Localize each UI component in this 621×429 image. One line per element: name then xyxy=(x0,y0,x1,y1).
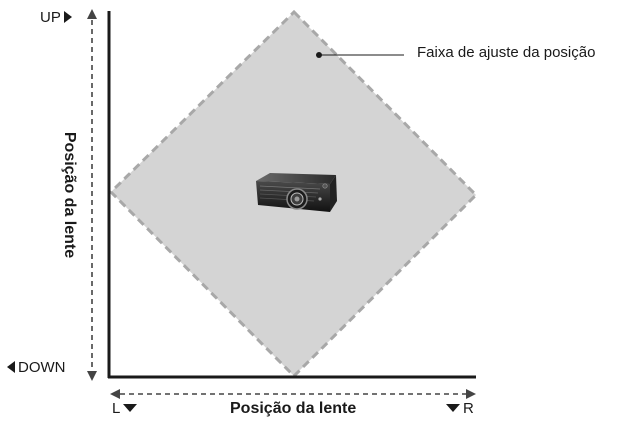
down-label: DOWN xyxy=(7,359,66,377)
triangle-down-icon xyxy=(123,404,138,413)
triangle-right-icon xyxy=(63,11,72,24)
callout-leader xyxy=(316,52,404,58)
projector-icon xyxy=(256,173,337,212)
triangle-left-icon xyxy=(7,361,15,374)
horizontal-axis-label: Posição da lente xyxy=(230,400,357,417)
vertical-axis-label: Posição da lente xyxy=(61,131,78,259)
down-label-text: DOWN xyxy=(18,359,66,376)
left-label: L xyxy=(112,400,138,418)
vertical-range-arrow xyxy=(87,9,97,381)
up-label: UP xyxy=(40,9,72,27)
right-label-text: R xyxy=(463,400,474,417)
up-label-text: UP xyxy=(40,9,61,26)
left-label-text: L xyxy=(112,400,121,417)
adjustment-range-callout-label: Faixa de ajuste da posição xyxy=(417,44,596,61)
triangle-down-icon xyxy=(446,404,460,413)
right-label: R xyxy=(446,400,474,418)
horizontal-range-arrow xyxy=(110,389,476,399)
